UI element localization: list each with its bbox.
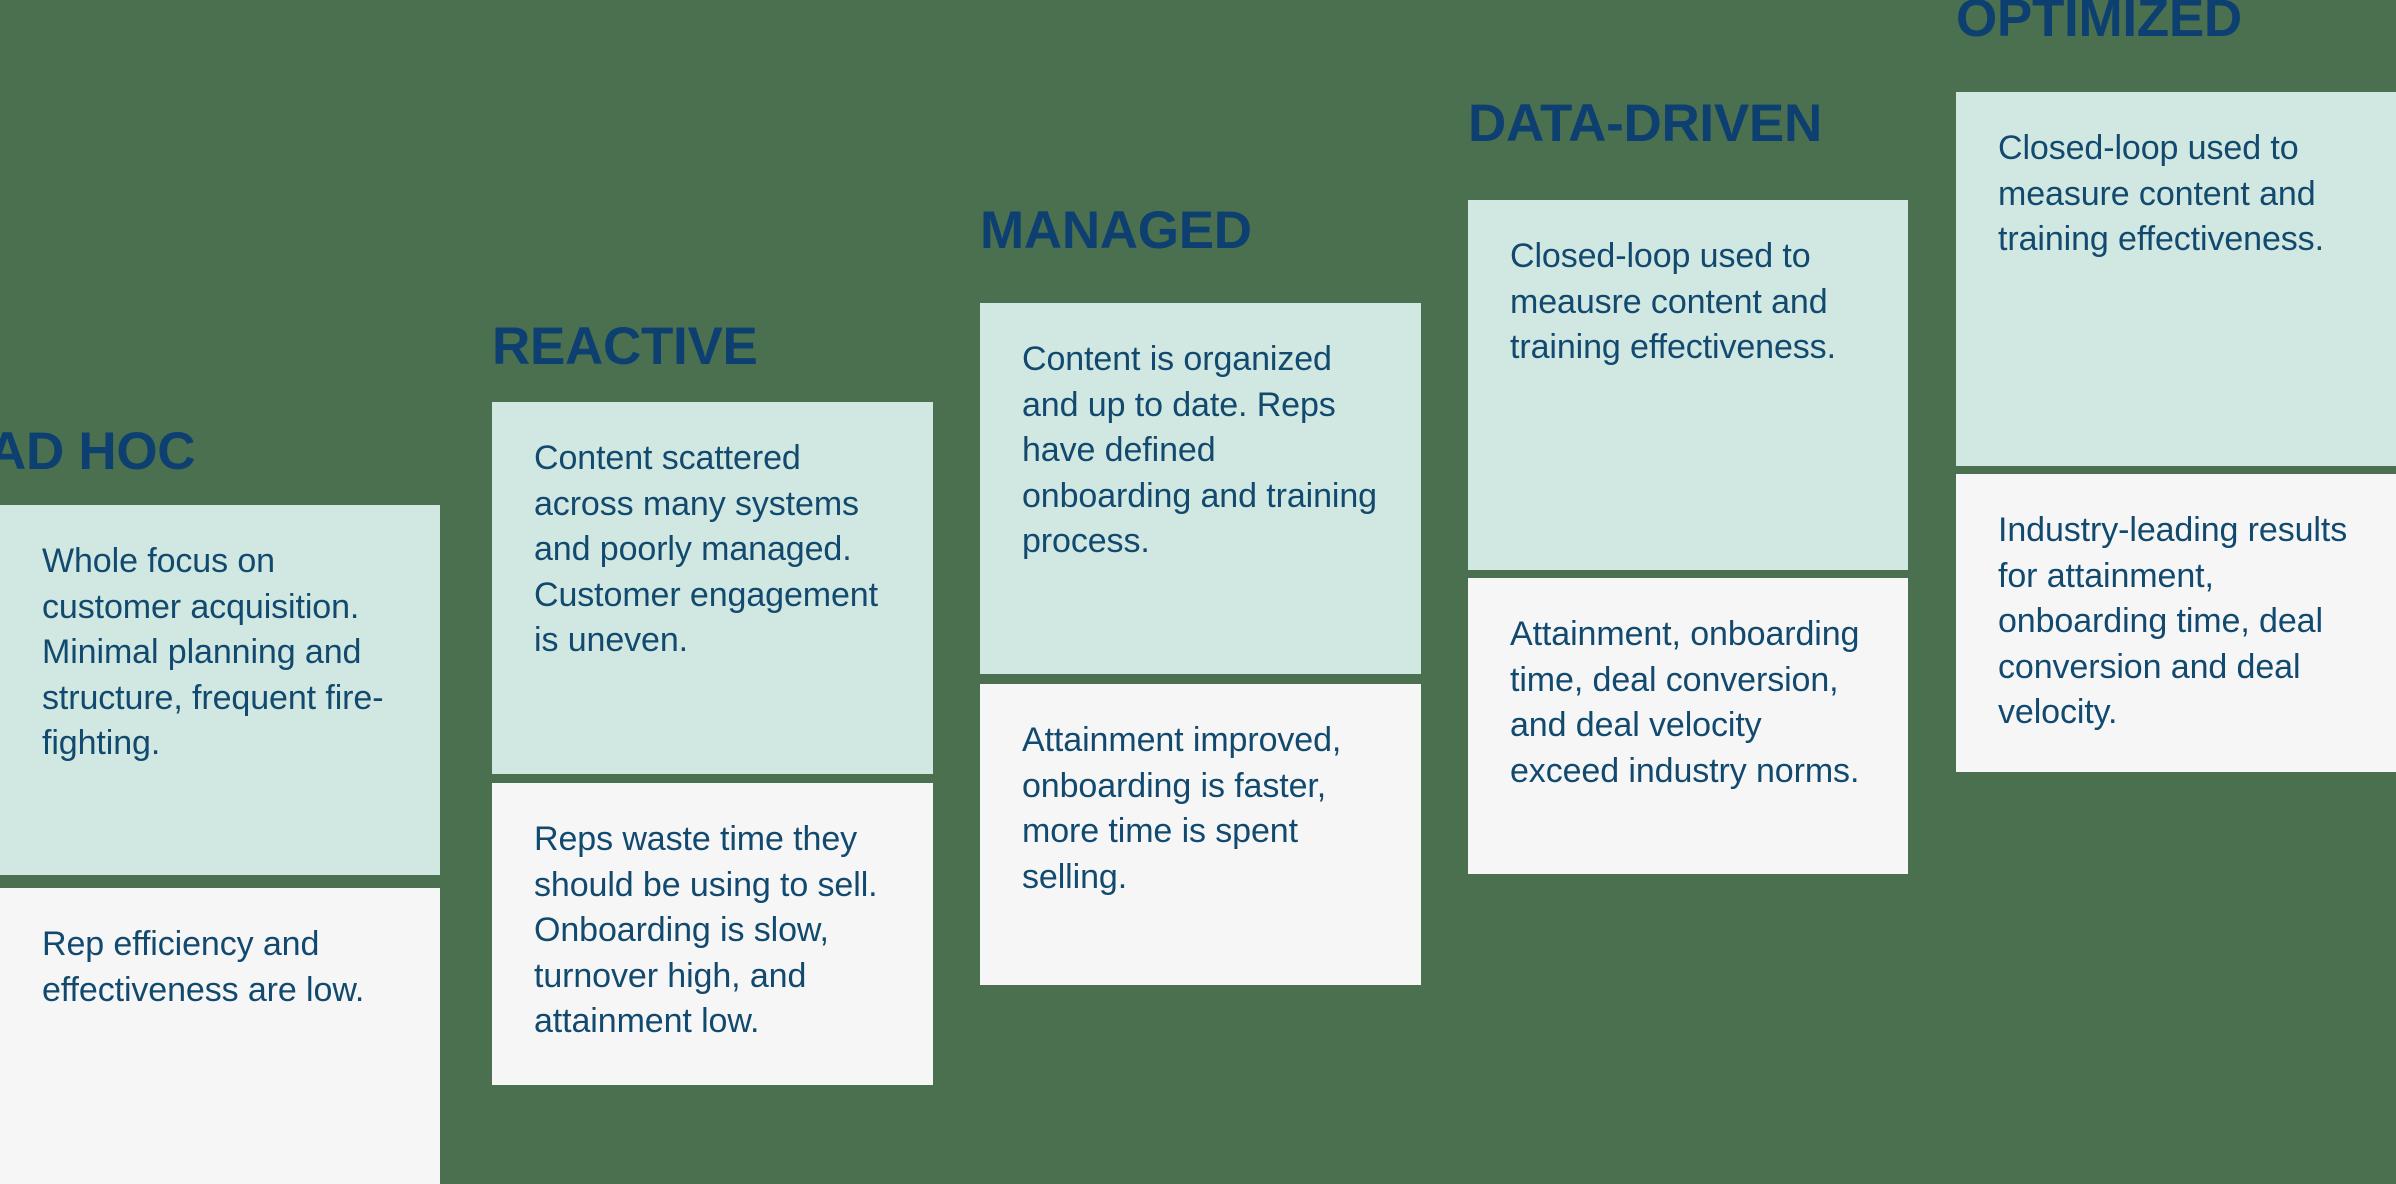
stage-state-card-ad-hoc: Whole focus on customer acquisition. Min… (0, 505, 440, 875)
stage-column-managed: MANAGED Content is organized and up to d… (980, 0, 1421, 1184)
stage-column-optimized: OPTIMIZED Closed-loop used to measure co… (1956, 0, 2396, 1184)
stage-state-card-reactive: Content scattered across many systems an… (492, 402, 933, 774)
stage-title-reactive: REACTIVE (492, 317, 758, 376)
stage-title-data-driven: DATA-DRIVEN (1468, 94, 1822, 153)
stage-outcome-text-ad-hoc: Rep efficiency and effectiveness are low… (42, 925, 365, 1009)
stage-state-text-reactive: Content scattered across many systems an… (534, 439, 878, 660)
stage-outcome-card-data-driven: Attainment, onboarding time, deal conver… (1468, 578, 1908, 874)
stage-title-managed: MANAGED (980, 201, 1252, 260)
stage-column-ad-hoc: AD HOC Whole focus on customer acquisiti… (0, 0, 440, 1184)
stage-column-data-driven: DATA-DRIVEN Closed-loop used to meausre … (1468, 0, 1908, 1184)
stage-title-ad-hoc: AD HOC (0, 422, 196, 481)
stage-outcome-card-ad-hoc: Rep efficiency and effectiveness are low… (0, 888, 440, 1184)
stage-state-text-optimized: Closed-loop used to measure content and … (1998, 129, 2324, 259)
stage-column-reactive: REACTIVE Content scattered across many s… (492, 0, 933, 1184)
stage-outcome-text-managed: Attainment improved, onboarding is faste… (1022, 721, 1342, 896)
stage-outcome-text-reactive: Reps waste time they should be using to … (534, 820, 878, 1041)
stage-state-card-data-driven: Closed-loop used to meausre content and … (1468, 200, 1908, 570)
stage-outcome-text-data-driven: Attainment, onboarding time, deal conver… (1510, 615, 1860, 790)
stage-title-optimized: OPTIMIZED (1956, 0, 2242, 48)
stage-state-card-optimized: Closed-loop used to measure content and … (1956, 92, 2396, 466)
stage-state-text-managed: Content is organized and up to date. Rep… (1022, 340, 1377, 561)
stage-outcome-card-optimized: Industry-leading results for attainment,… (1956, 474, 2396, 772)
stage-outcome-card-reactive: Reps waste time they should be using to … (492, 783, 933, 1085)
stage-state-text-data-driven: Closed-loop used to meausre content and … (1510, 237, 1836, 367)
stage-outcome-card-managed: Attainment improved, onboarding is faste… (980, 684, 1421, 985)
stage-state-card-managed: Content is organized and up to date. Rep… (980, 303, 1421, 674)
stage-outcome-text-optimized: Industry-leading results for attainment,… (1998, 511, 2348, 732)
stage-state-text-ad-hoc: Whole focus on customer acquisition. Min… (42, 542, 384, 763)
